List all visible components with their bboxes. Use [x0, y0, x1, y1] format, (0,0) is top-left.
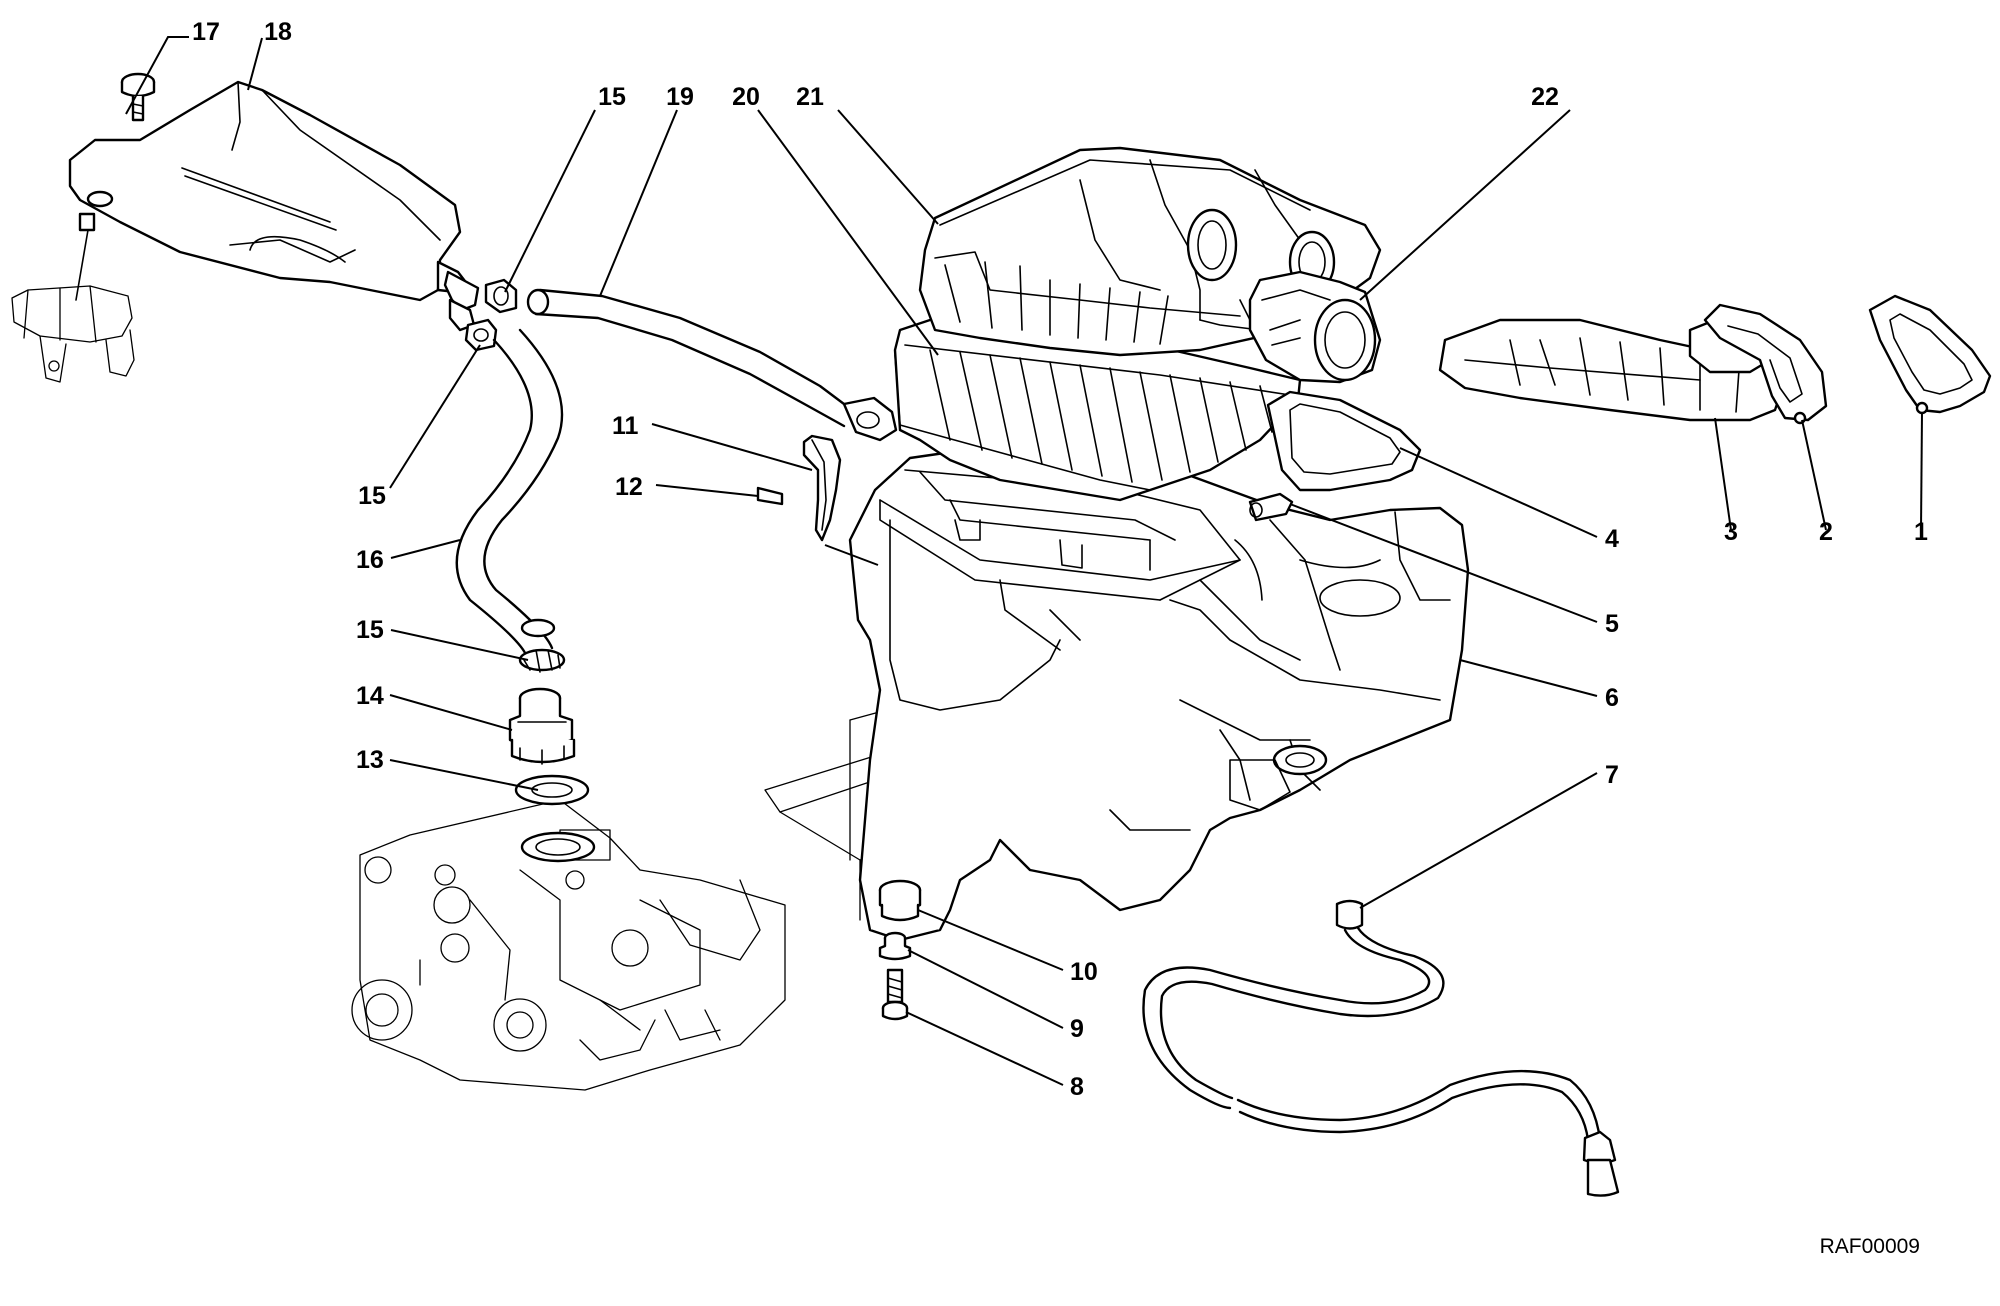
callout-6: 6: [1605, 684, 1619, 712]
callout-14: 14: [356, 682, 384, 710]
callout-3: 3: [1724, 518, 1738, 546]
engine-cylinder-head: [351, 799, 786, 1091]
leader-lines: [125, 36, 1923, 1086]
part-11-bracket: [802, 434, 842, 542]
part-14-union-fitting: [508, 687, 576, 765]
part-7-drain-hose: [1142, 899, 1620, 1197]
part-15-clamp-lower: [518, 648, 566, 673]
callout-20: 20: [732, 83, 760, 111]
callout-labels: 1 2 3 4 5 6 7 8 9 10 11 12 13 14 15 15 1…: [192, 18, 1928, 1101]
callout-15-lower: 15: [356, 616, 384, 644]
part-8-bolt: [881, 968, 909, 1021]
callout-5: 5: [1605, 610, 1619, 638]
diagram-reference-code: RAF00009: [1820, 1235, 1920, 1258]
callout-9: 9: [1070, 1015, 1084, 1043]
callout-15-top: 15: [598, 83, 626, 111]
part-15-tee-connector: [443, 270, 480, 332]
part-15-clamp-mid: [464, 318, 498, 352]
part-1-seal: [1868, 294, 1992, 415]
callout-7: 7: [1605, 761, 1619, 789]
part-2-flange: [1703, 303, 1828, 425]
callout-12: 12: [615, 473, 643, 501]
part-18-breather-tank: [68, 80, 470, 302]
callout-18: 18: [264, 18, 292, 46]
callout-17: 17: [192, 18, 220, 46]
callout-13: 13: [356, 746, 384, 774]
part-16-hose: [455, 328, 564, 657]
part-19-breather-hose: [526, 288, 898, 442]
callout-1: 1: [1914, 518, 1928, 546]
callout-19: 19: [666, 83, 694, 111]
callout-11: 11: [612, 412, 639, 440]
filter-pleats: [929, 349, 1273, 483]
part-9-spacer: [878, 931, 912, 961]
callout-22: 22: [1531, 83, 1559, 111]
callout-2: 2: [1819, 518, 1833, 546]
callout-16: 16: [356, 546, 384, 574]
part-5-pin: [1248, 492, 1294, 522]
part-4-gasket: [1266, 390, 1422, 492]
part-6-airbox: [848, 443, 1470, 942]
part-10-rubber-mount: [878, 879, 922, 922]
callout-8: 8: [1070, 1073, 1084, 1101]
part-20-air-filter: [893, 313, 1302, 502]
callout-4: 4: [1605, 525, 1619, 553]
part-22-intake-duct: [1248, 270, 1382, 384]
frame-bracket-top-left: [11, 285, 135, 383]
part-15-clamp-top: [484, 278, 518, 314]
part-12-pin: [756, 486, 784, 506]
callout-21: 21: [796, 83, 824, 111]
callout-10: 10: [1070, 958, 1098, 986]
callout-15-mid: 15: [358, 482, 386, 510]
part-13-washer: [514, 774, 590, 806]
